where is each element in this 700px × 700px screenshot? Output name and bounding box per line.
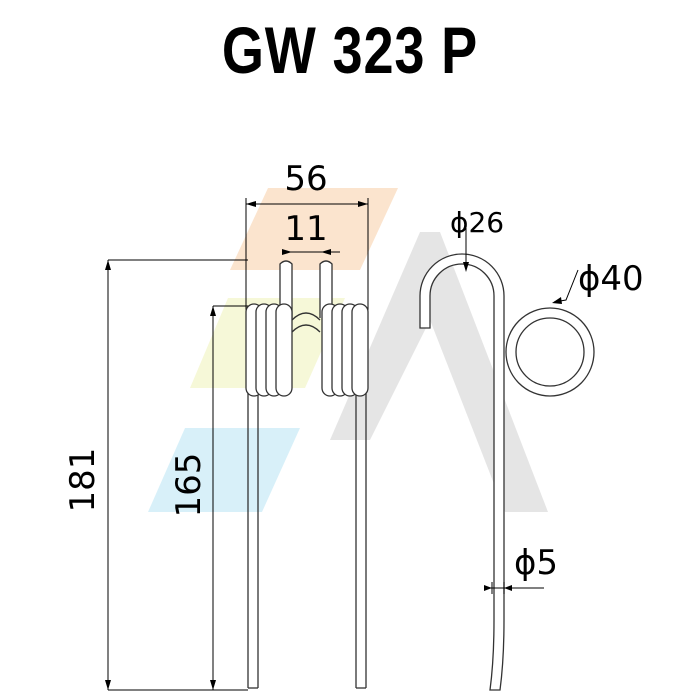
dimension-wire-label: ϕ5 — [514, 543, 558, 583]
dimension-165-label: 165 — [169, 453, 209, 518]
dimension-11 — [282, 249, 340, 255]
dimension-hook-label: ϕ26 — [450, 206, 504, 239]
dimension-hook-leader — [463, 228, 469, 272]
dimension-coil-label: ϕ40 — [578, 259, 644, 299]
left-coil — [245, 303, 293, 397]
dimension-165 — [210, 305, 262, 690]
dimension-56 — [245, 198, 369, 310]
tine-side-view — [419, 253, 595, 691]
dimension-coil-leader — [552, 269, 579, 304]
watermark-orange-stripe — [230, 188, 398, 270]
dimension-11-label: 11 — [284, 209, 327, 249]
dimension-181-label: 181 — [63, 448, 103, 513]
dimension-56-label: 56 — [284, 159, 327, 199]
dimension-181 — [105, 259, 248, 691]
product-title: GW 323 P — [221, 13, 479, 87]
tine-front-view — [245, 260, 369, 689]
dimension-wire-leader — [484, 582, 544, 594]
right-coil — [321, 303, 369, 397]
watermark-blue-stripe — [148, 428, 300, 512]
